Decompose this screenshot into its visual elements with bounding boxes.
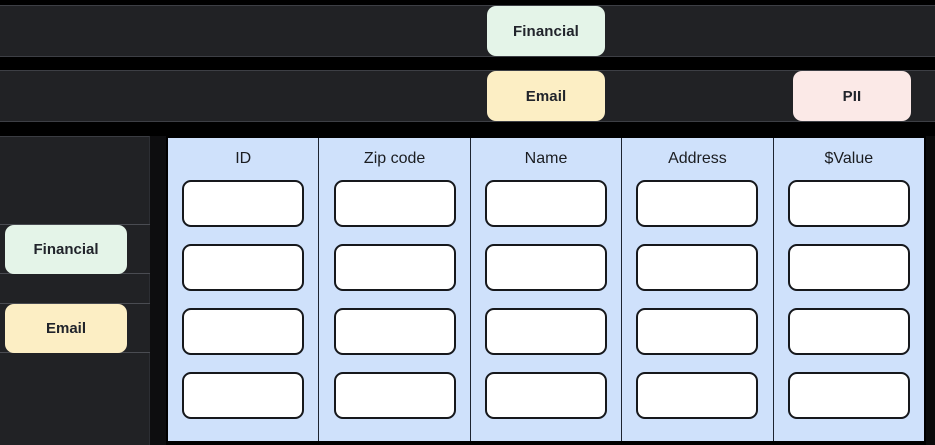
financial-band-row xyxy=(0,5,935,57)
sidebar-item-financial[interactable]: Financial xyxy=(5,225,127,274)
table-column-name: Name xyxy=(470,138,623,445)
table-column-zip-code: Zip code xyxy=(319,138,471,445)
table-cell[interactable] xyxy=(636,372,759,419)
email-pii-band-row xyxy=(0,70,935,122)
tag-email-top-label: Email xyxy=(525,87,567,105)
table-cell[interactable] xyxy=(787,244,910,291)
table-cell[interactable] xyxy=(182,372,305,419)
table-cell[interactable] xyxy=(485,372,608,419)
table-cell[interactable] xyxy=(787,180,910,227)
table-cell[interactable] xyxy=(333,244,456,291)
column-cells-zip-code xyxy=(333,180,456,445)
sidebar: Financial Email xyxy=(0,136,150,445)
tag-financial-top[interactable]: Financial xyxy=(487,6,605,56)
table-column-address: Address xyxy=(622,138,774,445)
column-header-value[interactable]: $Value xyxy=(824,150,874,167)
table-cell[interactable] xyxy=(485,244,608,291)
table-cell[interactable] xyxy=(182,244,305,291)
table-cell[interactable] xyxy=(333,308,456,355)
column-header-address[interactable]: Address xyxy=(668,150,727,167)
tag-email-top[interactable]: Email xyxy=(487,71,605,121)
table-cell[interactable] xyxy=(787,308,910,355)
table-cell[interactable] xyxy=(182,180,305,227)
table-cell[interactable] xyxy=(636,180,759,227)
column-cells-id xyxy=(182,180,305,445)
column-cells-name xyxy=(485,180,608,445)
table-column-id: ID xyxy=(168,138,320,445)
table-bottom-edge xyxy=(166,441,926,445)
data-table: ID Zip code Name xyxy=(166,136,926,445)
sidebar-table-gap xyxy=(150,136,166,445)
sidebar-item-email-label: Email xyxy=(45,320,87,337)
table-cell[interactable] xyxy=(485,180,608,227)
tag-pii-top[interactable]: PII xyxy=(793,71,911,121)
tag-financial-top-label: Financial xyxy=(513,22,579,40)
column-cells-value xyxy=(787,180,910,445)
sidebar-item-financial-label: Financial xyxy=(33,241,99,258)
table-cell[interactable] xyxy=(333,372,456,419)
column-header-zip-code[interactable]: Zip code xyxy=(363,150,426,167)
table-cell[interactable] xyxy=(787,372,910,419)
table-column-value: $Value xyxy=(773,138,924,445)
table-cell[interactable] xyxy=(636,308,759,355)
table-cell[interactable] xyxy=(485,308,608,355)
sidebar-item-email[interactable]: Email xyxy=(5,304,127,353)
tag-pii-top-label: PII xyxy=(842,87,862,105)
table-right-edge xyxy=(926,136,935,445)
column-header-id[interactable]: ID xyxy=(235,150,252,167)
column-header-name[interactable]: Name xyxy=(524,150,568,167)
table-cell[interactable] xyxy=(636,244,759,291)
column-cells-address xyxy=(636,180,759,445)
table-cell[interactable] xyxy=(333,180,456,227)
table-cell[interactable] xyxy=(182,308,305,355)
